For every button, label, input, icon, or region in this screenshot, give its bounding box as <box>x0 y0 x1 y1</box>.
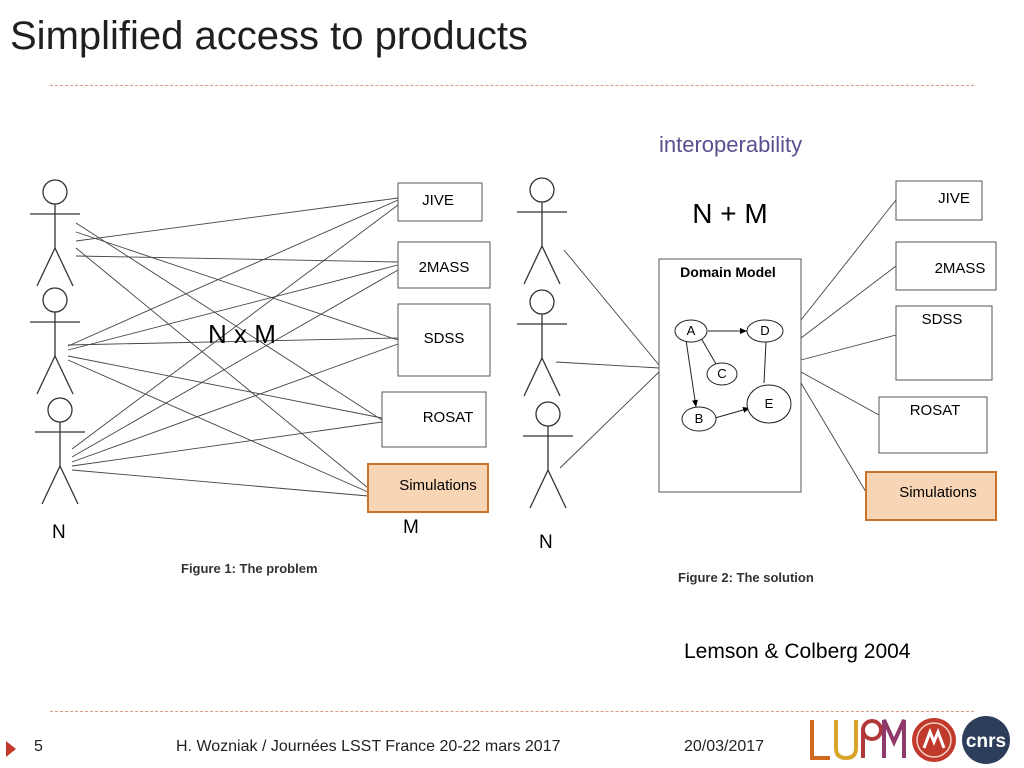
figure1-caption: Figure 1: The problem <box>181 561 318 576</box>
user-to-model-lines <box>555 249 660 469</box>
product-box-rosat: ROSAT <box>878 396 988 454</box>
svg-text:Simulations: Simulations <box>399 477 477 494</box>
svg-text:JIVE: JIVE <box>938 190 970 207</box>
svg-text:cnrs: cnrs <box>966 731 1006 752</box>
svg-text:SDSS: SDSS <box>922 311 963 328</box>
person-icon <box>35 397 85 505</box>
nplusm-label: N + M <box>692 198 767 229</box>
fig2-n-label: N <box>539 532 553 553</box>
model-to-product-lines <box>800 199 897 493</box>
svg-text:E: E <box>765 396 774 411</box>
svg-text:2MASS: 2MASS <box>419 259 470 276</box>
person-icon <box>523 401 573 509</box>
product-box-2mass: 2MASS <box>895 241 997 291</box>
figure2-caption: Figure 2: The solution <box>678 570 814 585</box>
svg-text:Domain Model: Domain Model <box>680 264 776 280</box>
footer-logos: cnrs <box>810 716 1010 764</box>
person-icon <box>30 179 80 287</box>
interoperability-label: interoperability <box>659 132 803 157</box>
fig1-m-label: M <box>403 517 419 538</box>
svg-text:B: B <box>695 411 704 426</box>
svg-text:ROSAT: ROSAT <box>910 402 961 419</box>
footer-date: 20/03/2017 <box>684 738 765 755</box>
svg-text:D: D <box>760 323 769 338</box>
product-box-simulations: Simulations <box>865 471 997 521</box>
svg-text:A: A <box>687 323 696 338</box>
top-divider <box>50 85 974 86</box>
lupm-logo-icon <box>810 719 906 761</box>
svg-text:C: C <box>717 366 726 381</box>
svg-text:Simulations: Simulations <box>899 484 977 501</box>
svg-text:2MASS: 2MASS <box>935 260 986 277</box>
svg-text:JIVE: JIVE <box>422 192 454 209</box>
domain-model-node-labels: A D C E B <box>687 323 774 426</box>
product-box-sdss: SDSS <box>895 305 993 381</box>
svg-text:ROSAT: ROSAT <box>423 409 474 426</box>
product-box-rosat: ROSAT <box>381 391 487 448</box>
slide-marker-icon <box>6 741 16 757</box>
cnrs-logo-icon: cnrs <box>962 716 1010 764</box>
product-box-sdss: SDSS <box>397 303 491 377</box>
person-icon <box>517 289 567 397</box>
footer-author: H. Wozniak / Journées LSST France 20-22 … <box>176 738 561 755</box>
person-icon <box>30 287 80 395</box>
product-box-jive: JIVE <box>397 182 483 222</box>
product-box-simulations: Simulations <box>367 463 489 513</box>
person-icon <box>517 177 567 285</box>
svg-text:SDSS: SDSS <box>424 330 465 347</box>
bottom-divider <box>50 711 974 712</box>
fig1-n-label: N <box>52 522 66 543</box>
product-box-2mass: 2MASS <box>397 241 491 289</box>
product-box-jive: JIVE <box>895 180 983 221</box>
domain-model-graph <box>674 319 792 432</box>
university-seal-icon <box>912 718 956 762</box>
page-number: 5 <box>34 738 43 755</box>
slide-title: Simplified access to products <box>10 14 529 58</box>
nxm-connection-lines <box>67 197 399 497</box>
citation: Lemson & Colberg 2004 <box>684 640 911 663</box>
nxm-label: N x M <box>208 319 276 349</box>
